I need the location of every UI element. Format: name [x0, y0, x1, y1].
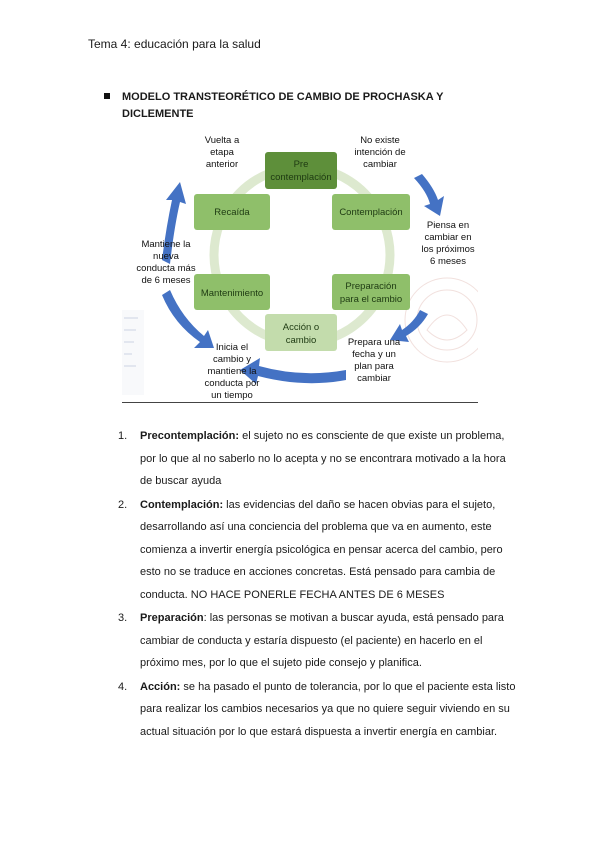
label-mantiene-line1: Mantiene la: [141, 239, 191, 250]
stage-preparacion-line2: para el cambio: [340, 294, 402, 305]
diagram-bottom-rule: [122, 402, 478, 403]
cycle-arrows: [162, 174, 444, 384]
list-item-text: : las personas se motivan a buscar ayuda…: [140, 612, 504, 669]
list-item-term: Precontemplación:: [140, 430, 240, 442]
list-item-text: el sujeto no es consciente de que existe…: [140, 430, 506, 487]
list-item-term: Preparación: [140, 612, 204, 624]
label-no-existe-line2: intención de: [354, 147, 405, 158]
stage-preparacion: Preparación para el cambio: [332, 274, 410, 310]
arrow-to-accion-icon: [390, 310, 428, 342]
list-item-text: se ha pasado el punto de tolerancia, por…: [140, 680, 516, 738]
label-prepara-line2: fecha y un: [352, 349, 396, 360]
arrow-to-contemplacion-icon: [414, 174, 444, 216]
list-item: 4. Acción: se ha pasado el punto de tole…: [118, 676, 518, 744]
bullet-square-icon: [104, 93, 110, 99]
label-piensa-line2: cambiar en: [425, 232, 472, 243]
label-prepara-line3: plan para: [354, 361, 394, 372]
list-item-text: las evidencias del daño se hacen obvias …: [140, 498, 503, 601]
list-item-number: 2.: [118, 498, 128, 511]
label-vuelta-line2: etapa: [210, 147, 234, 158]
stage-accion-line1: Acción o: [283, 322, 319, 333]
label-inicia-line4: conducta por: [205, 378, 260, 389]
label-prepara: Prepara una fecha y un plan para cambiar: [348, 337, 401, 384]
stage-pre-line2: contemplación: [270, 172, 331, 183]
list-item: 2. Contemplación: las evidencias del dañ…: [118, 494, 518, 607]
list-item-number: 4.: [118, 680, 128, 693]
label-prepara-line4: cambiar: [357, 373, 391, 384]
stage-accion-line2: cambio: [286, 335, 317, 346]
stage-mantenimiento: Mantenimiento: [194, 274, 270, 310]
cycle-diagram-svg: Pre contemplación Contemplación Preparac…: [122, 135, 478, 401]
stage-recaida-line1: Recaída: [214, 207, 250, 218]
stage-definitions-list: 1. Precontemplación: el sujeto no es con…: [118, 425, 518, 744]
section-title-text: MODELO TRANSTEORÉTICO DE CAMBIO DE PROCH…: [122, 91, 444, 120]
list-item: 3. Preparación: las personas se motivan …: [118, 607, 518, 675]
stage-recaida: Recaída: [194, 194, 270, 230]
label-vuelta-line3: anterior: [206, 159, 238, 170]
label-piensa: Piensa en cambiar en los próximos 6 mese…: [421, 220, 475, 267]
stage-contemplacion-line1: Contemplación: [339, 207, 402, 218]
prochaska-cycle-diagram: Pre contemplación Contemplación Preparac…: [122, 130, 478, 404]
label-inicia-line2: cambio y: [213, 354, 251, 365]
stage-preparacion-line1: Preparación: [345, 281, 396, 292]
list-item-term: Acción:: [140, 680, 181, 693]
stage-pre-contemplacion: Pre contemplación: [265, 152, 337, 189]
label-vuelta: Vuelta a etapa anterior: [205, 135, 240, 170]
list-item: 1. Precontemplación: el sujeto no es con…: [118, 425, 518, 493]
section-title: MODELO TRANSTEORÉTICO DE CAMBIO DE PROCH…: [104, 89, 464, 123]
label-no-existe: No existe intención de cambiar: [354, 135, 405, 170]
label-inicia-line1: Inicia el: [216, 342, 248, 353]
arrow-to-vuelta-icon: [162, 182, 186, 264]
label-piensa-line3: los próximos: [421, 244, 475, 255]
stage-mantenimiento-line1: Mantenimiento: [201, 288, 263, 299]
label-mantiene: Mantiene la nueva conducta más de 6 mese…: [136, 239, 195, 286]
page-header: Tema 4: educación para la salud: [88, 37, 261, 51]
label-mantiene-line3: conducta más: [136, 263, 195, 274]
label-no-existe-line3: cambiar: [363, 159, 397, 170]
stage-contemplacion: Contemplación: [332, 194, 410, 230]
label-inicia-line3: mantiene la: [207, 366, 257, 377]
arrow-to-mantiene-icon: [162, 290, 214, 348]
label-piensa-line4: 6 meses: [430, 256, 466, 267]
label-mantiene-line2: nueva: [153, 251, 180, 262]
list-item-term: Contemplación:: [140, 498, 224, 511]
list-item-number: 1.: [118, 430, 128, 442]
stage-accion: Acción o cambio: [265, 314, 337, 351]
list-item-number: 3.: [118, 612, 128, 624]
stage-pre-line1: Pre: [294, 159, 309, 170]
left-artifacts: [122, 310, 144, 395]
label-prepara-line1: Prepara una: [348, 337, 401, 348]
label-no-existe-line1: No existe: [360, 135, 400, 146]
label-vuelta-line1: Vuelta a: [205, 135, 240, 146]
label-piensa-line1: Piensa en: [427, 220, 469, 231]
label-inicia-line5: un tiempo: [211, 390, 253, 401]
arrow-to-inicia-icon: [240, 358, 346, 384]
label-inicia: Inicia el cambio y mantiene la conducta …: [205, 342, 260, 401]
label-mantiene-line4: de 6 meses: [141, 275, 190, 286]
